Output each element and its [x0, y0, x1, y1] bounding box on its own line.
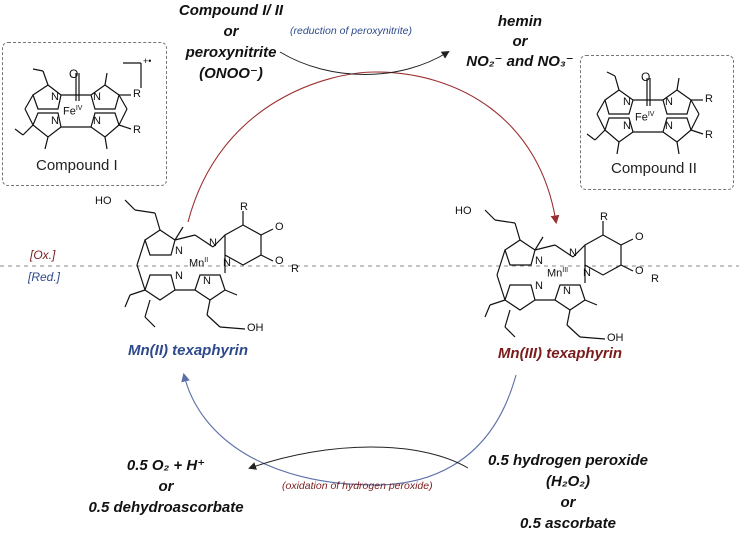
n-atom: N — [535, 255, 543, 267]
ether-o: O — [275, 255, 284, 267]
mn3-skeleton — [484, 209, 634, 340]
ether-o: O — [635, 231, 644, 243]
r-group: R — [705, 93, 713, 105]
fe-center: FeIV — [63, 105, 82, 118]
n-atom: N — [563, 285, 571, 297]
n-atom: N — [51, 91, 59, 103]
bottom-process-label: (oxidation of hydrogen peroxide) — [282, 480, 433, 492]
ether-o: O — [275, 221, 284, 233]
n-atom: N — [665, 96, 673, 108]
n-atom: N — [623, 120, 631, 132]
r-group: R — [705, 129, 713, 141]
top-left-reagents: Compound I/ II or peroxynitrite (ONOO⁻) — [179, 0, 283, 84]
hydroxyl-ho: HO — [455, 205, 472, 217]
mn-symbol: Mn — [547, 267, 563, 280]
n-atom: N — [223, 257, 231, 269]
r-group: R — [291, 263, 299, 275]
n-atom: N — [569, 247, 577, 259]
compound-ii-box: O FeIV N N N N R R Compound II — [580, 55, 734, 190]
r-group: R — [133, 88, 141, 100]
mn-oxidation: II — [204, 257, 209, 264]
r-group: R — [600, 211, 608, 223]
oxo-o: O — [69, 67, 79, 81]
top-right-products: hemin or NO₂⁻ and NO₃⁻ — [466, 12, 573, 72]
r-group: R — [240, 201, 248, 213]
hydroxyl-ho: HO — [95, 195, 112, 207]
n-atom: N — [535, 280, 543, 292]
compound-i-structure — [14, 62, 142, 150]
mn2-texaphyrin-structure: HO OH MnII N N N N N O O R R — [95, 195, 310, 345]
product-line: NO₂⁻ and NO₃⁻ — [466, 53, 574, 70]
mn2-skeleton — [124, 199, 274, 330]
fe-symbol: Fe — [635, 111, 648, 124]
compound-ii-label: Compound II — [611, 160, 697, 177]
mn2-texaphyrin-label: Mn(II) texaphyrin — [127, 342, 249, 359]
n-atom: N — [209, 237, 217, 249]
mn-center: MnIII — [547, 267, 568, 280]
bottom-reagent-arrow — [248, 446, 469, 470]
fe-center: FeIV — [635, 111, 654, 124]
reagent-line: or — [560, 494, 576, 511]
n-atom: N — [93, 115, 101, 127]
compound-i-box: O FeIV N N N N R R +• Compound I — [2, 42, 167, 186]
reagent-line: or — [223, 23, 239, 40]
fe-oxidation: IV — [647, 111, 655, 118]
compound-i-label: Compound I — [36, 157, 118, 174]
oxo-o: O — [641, 70, 651, 84]
mn3-texaphyrin-structure: HO OH MnIII N N N N N O O R R — [455, 205, 670, 355]
r-group: R — [133, 124, 141, 136]
reagent-line: 0.5 hydrogen peroxide — [487, 452, 649, 469]
bottom-right-reagents: 0.5 hydrogen peroxide (H₂O₂) or 0.5 asco… — [488, 450, 648, 534]
n-atom: N — [583, 267, 591, 279]
reduced-label: [Red.] — [28, 270, 61, 284]
reagent-line: (ONOO⁻) — [199, 65, 263, 82]
product-line: or — [512, 33, 528, 50]
mn3-texaphyrin-label: Mn(III) texaphyrin — [497, 345, 623, 362]
n-atom: N — [665, 120, 673, 132]
mn-symbol: Mn — [189, 257, 205, 270]
product-line: 0.5 O₂ + H⁺ — [126, 457, 206, 474]
upper-arc-red — [187, 71, 560, 225]
product-line: or — [158, 478, 174, 495]
n-atom: N — [51, 115, 59, 127]
top-reagent-arrow — [279, 50, 450, 75]
reagent-line: Compound I/ II — [178, 2, 284, 19]
hydroxyl-oh: OH — [247, 322, 264, 334]
bottom-left-products: 0.5 O₂ + H⁺ or 0.5 dehydroascorbate — [88, 455, 243, 518]
oxidized-label: [Ox.] — [30, 248, 56, 262]
product-line: hemin — [497, 13, 543, 30]
hydroxyl-oh: OH — [607, 332, 624, 344]
lower-arc-blue — [181, 372, 517, 486]
n-atom: N — [175, 245, 183, 257]
reagent-line: 0.5 ascorbate — [520, 515, 616, 532]
n-atom: N — [623, 96, 631, 108]
n-atom: N — [203, 275, 211, 287]
ether-o: O — [635, 265, 644, 277]
top-process-label: (reduction of peroxynitrite) — [290, 25, 412, 37]
mn-center: MnII — [189, 257, 208, 270]
n-atom: N — [175, 270, 183, 282]
fe-oxidation: IV — [75, 105, 83, 112]
r-group: R — [651, 273, 659, 285]
n-atom: N — [93, 91, 101, 103]
mn-oxidation: III — [562, 267, 569, 274]
product-line: 0.5 dehydroascorbate — [88, 499, 244, 516]
reagent-line: (H₂O₂) — [546, 473, 590, 490]
compound-ii-structure — [586, 71, 704, 155]
reagent-line: peroxynitrite — [185, 44, 277, 61]
fe-symbol: Fe — [63, 105, 76, 118]
radical-cation-charge: +• — [143, 56, 152, 66]
